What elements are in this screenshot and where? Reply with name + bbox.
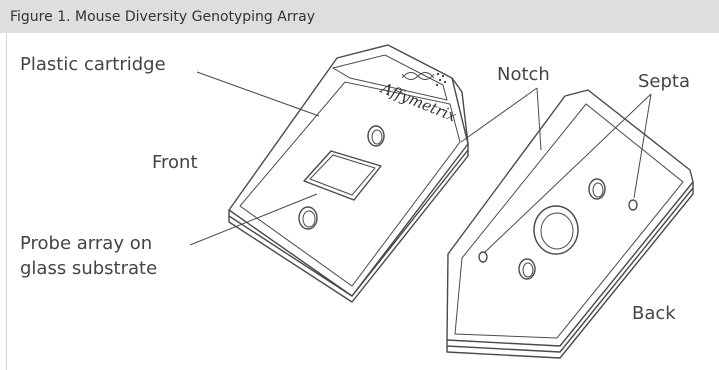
back-cartridge-outline: [446, 89, 694, 347]
back-bottom-port: [518, 258, 536, 280]
septa-leader-right: [633, 93, 652, 199]
back-cartridge-bottom-edge: [446, 181, 694, 353]
back-center-port: [533, 205, 579, 255]
back-septum-right: [628, 199, 638, 211]
probe-array-window-inner: [309, 154, 376, 196]
label-septa: Septa: [638, 71, 691, 92]
back-top-port-inner: [592, 182, 604, 198]
front-logo-panel: [331, 54, 448, 101]
figure-caption-bar: Figure 1. Mouse Diversity Genotyping Arr…: [0, 0, 719, 33]
affymetrix-logo-text: Affymetrix: [377, 78, 460, 125]
front-top-port-inner: [371, 129, 383, 145]
front-bottom-port: [298, 206, 318, 230]
front-notch-edge: [451, 77, 469, 145]
septa-leader-left: [483, 93, 652, 254]
label-back: Back: [632, 303, 676, 324]
front-face-border: [239, 81, 461, 287]
back-cartridge: [446, 89, 694, 359]
back-cartridge-base-layer: [446, 187, 694, 359]
label-probe-array-line1: Probe array on: [20, 233, 153, 254]
back-septum-left: [478, 251, 488, 263]
notch-leader-front: [460, 87, 538, 143]
label-front: Front: [152, 152, 198, 173]
front-cartridge-bottom-edge: [228, 143, 469, 297]
back-center-port-inner: [540, 212, 574, 250]
plastic-cartridge-leader: [196, 71, 320, 117]
left-border-rule: [6, 33, 7, 370]
label-probe-array-line2: glass substrate: [20, 258, 158, 279]
front-top-port: [367, 125, 385, 147]
back-top-port: [588, 178, 606, 200]
notch-leader-back: [536, 87, 542, 151]
affymetrix-logo-mark: [401, 72, 446, 86]
front-cartridge: Affymetrix: [228, 44, 469, 303]
back-face-border: [454, 103, 684, 339]
front-cartridge-base-layer: [228, 149, 469, 303]
label-plastic-cartridge: Plastic cartridge: [20, 54, 166, 75]
probe-array-window-outer: [303, 150, 382, 201]
front-bottom-port-inner: [302, 210, 316, 228]
figure-caption: Figure 1. Mouse Diversity Genotyping Arr…: [10, 8, 315, 25]
back-bottom-port-inner: [522, 262, 534, 278]
probe-array-leader: [189, 193, 318, 246]
label-notch: Notch: [497, 64, 550, 85]
